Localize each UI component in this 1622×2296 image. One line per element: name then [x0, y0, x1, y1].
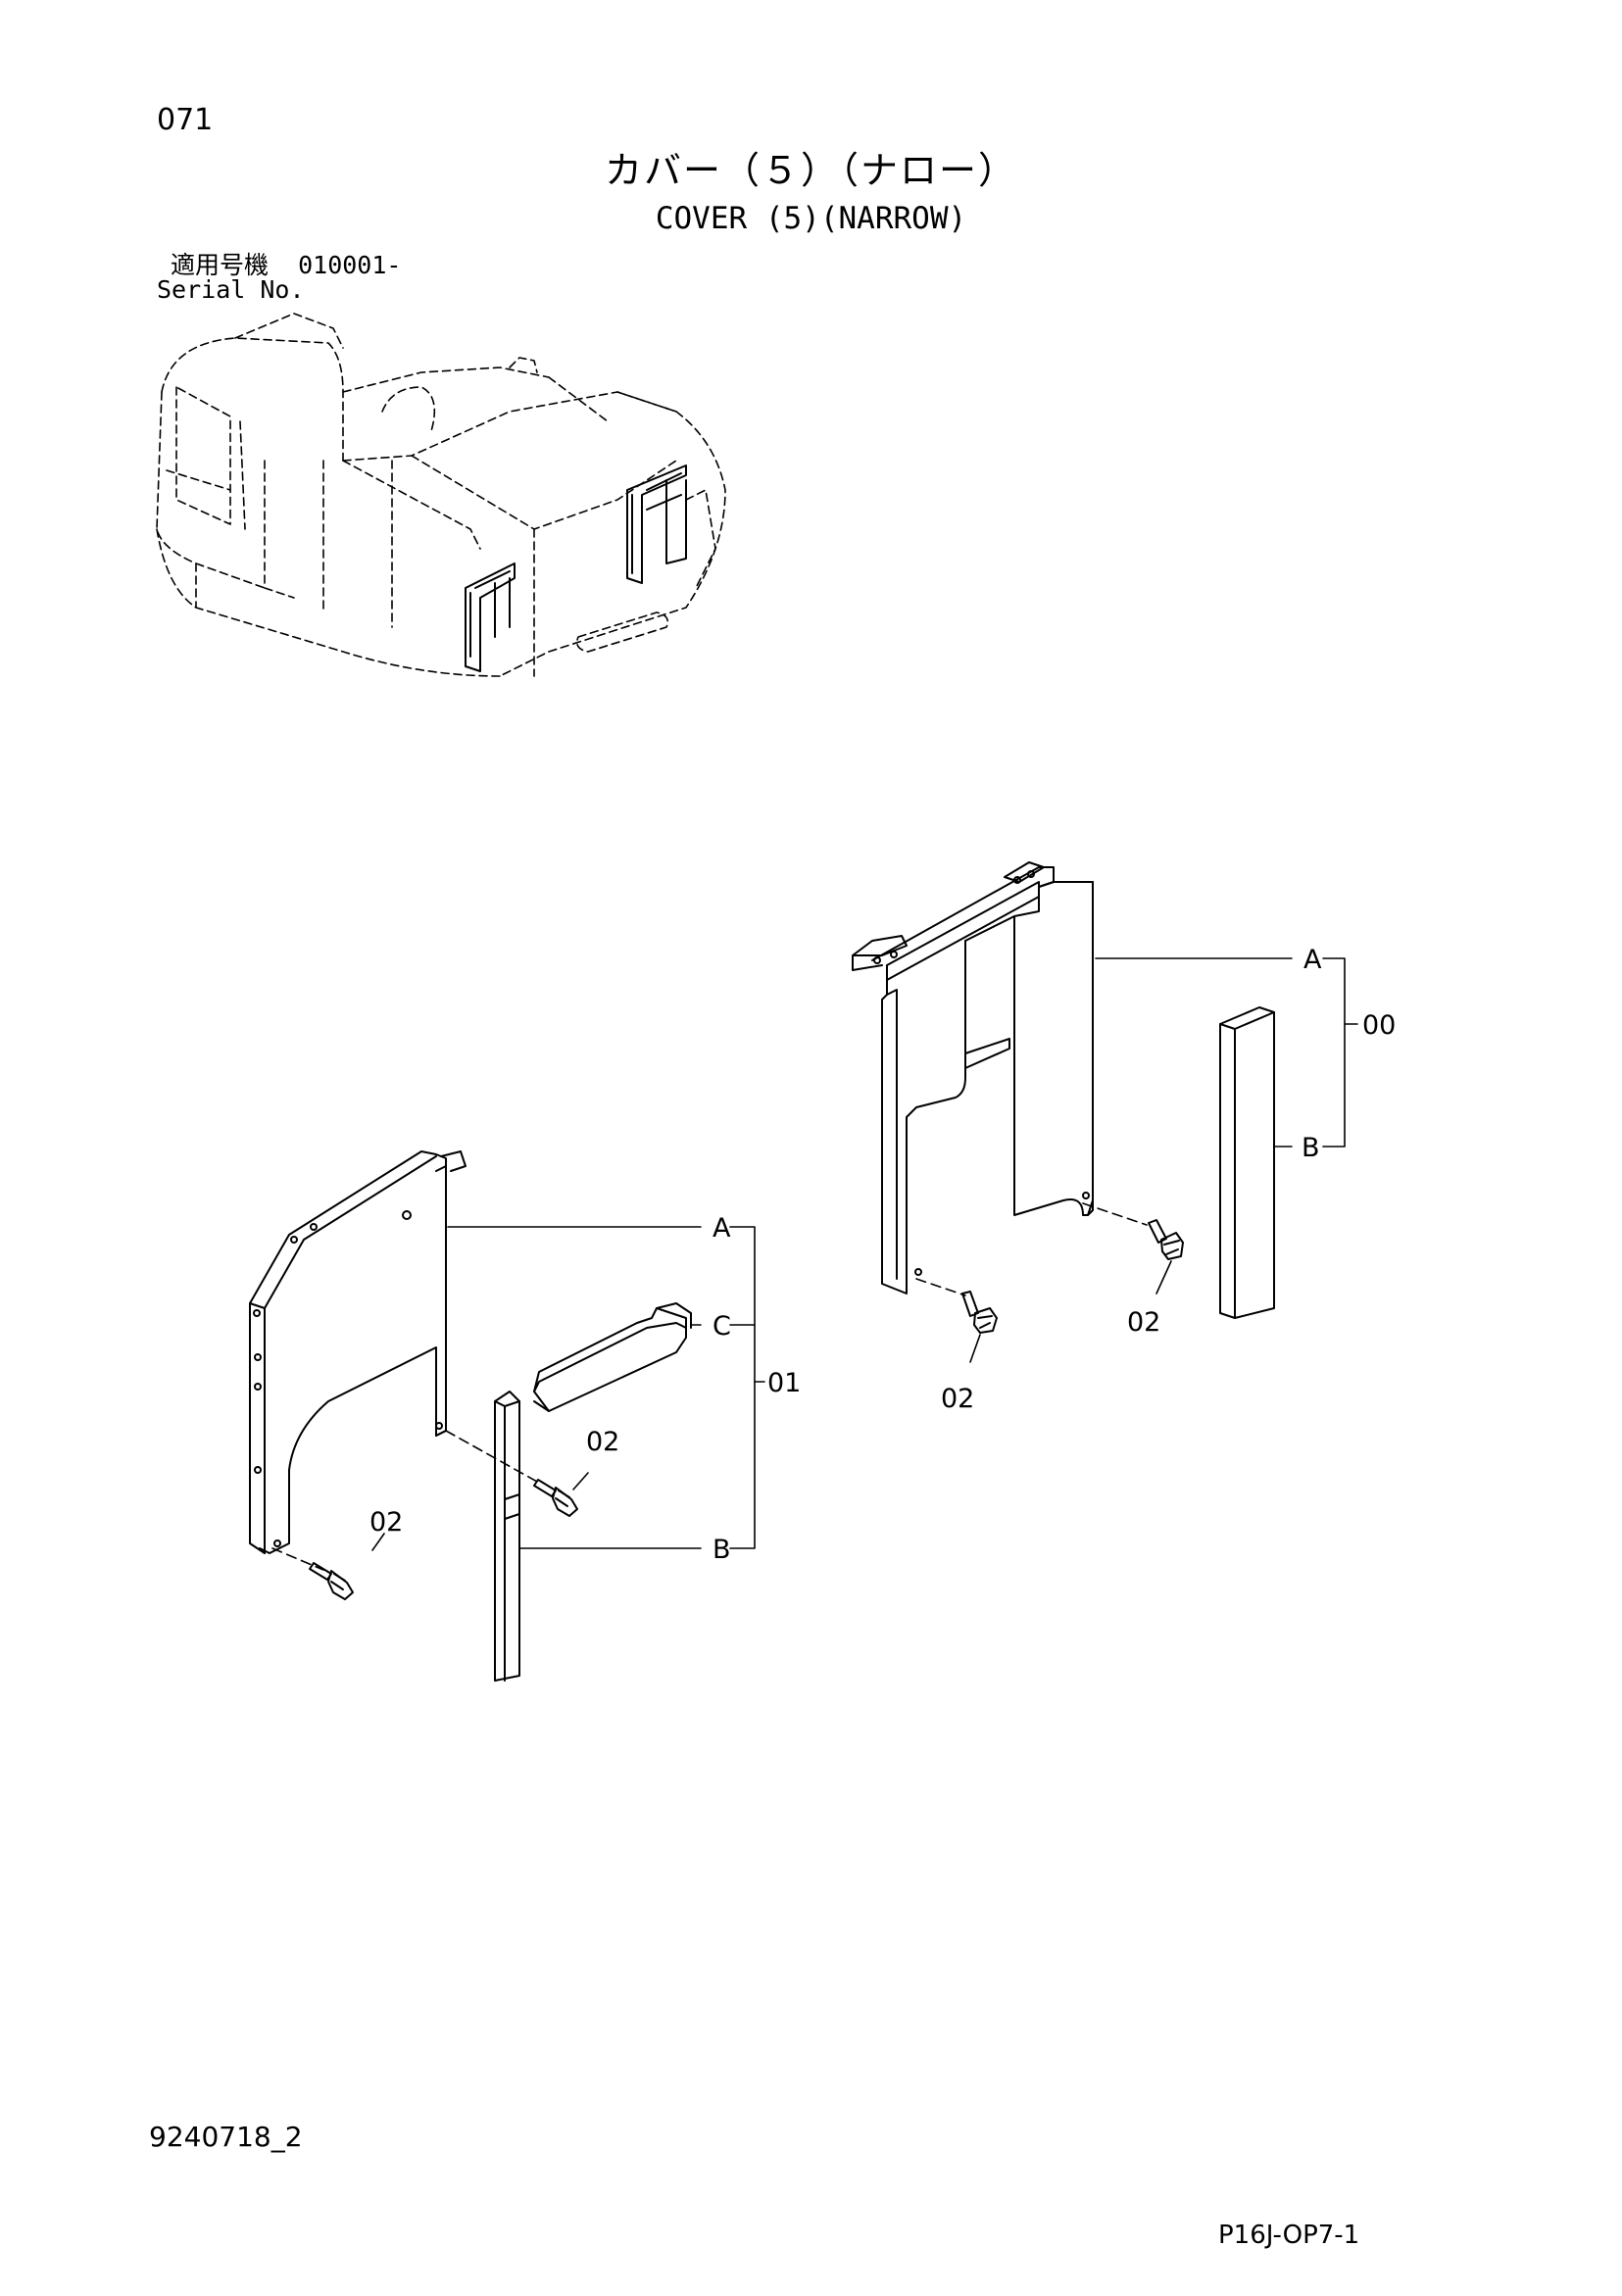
excavator-overview [156, 313, 726, 677]
callout-part-02-upper-left: 02 [941, 1384, 974, 1414]
cover-part-a-lower [249, 1150, 467, 1554]
callout-a-lower: A [713, 1213, 731, 1244]
callout-part-02-center: 02 [586, 1427, 619, 1457]
page-title-japanese: カバー（５）（ナロー） [604, 149, 1017, 192]
cover-part-c [533, 1302, 692, 1412]
bolt-02-lower-left [309, 1562, 354, 1600]
callout-b-upper: B [1302, 1133, 1320, 1163]
cover-part-b-upper [1219, 1006, 1275, 1319]
bolt-02-center [533, 1479, 578, 1517]
callout-c: C [713, 1311, 731, 1342]
callout-part-02-lower-left: 02 [369, 1507, 403, 1538]
callout-part-01: 01 [767, 1368, 801, 1398]
document-number: 9240718_2 [149, 2121, 303, 2153]
cover-part-b-lower [494, 1391, 520, 1682]
callout-b-lower: B [713, 1535, 731, 1565]
page-code: P16J-OP7-1 [1218, 2221, 1360, 2250]
bolt-02-upper-right [1148, 1219, 1184, 1260]
overview-cover-right [626, 464, 687, 584]
bolt-alignment-lines [271, 1202, 1148, 1571]
overview-cover-left [465, 562, 516, 672]
serial-label-english: Serial No. [157, 275, 305, 304]
callout-part-02-upper-right: 02 [1127, 1307, 1160, 1338]
callout-a-upper: A [1303, 945, 1322, 975]
leaders-assembly-00 [969, 957, 1358, 1363]
page-title-english: COVER (5)(NARROW) [655, 201, 967, 236]
serial-label-japanese: 適用号機 010001- [171, 251, 402, 279]
leaders-assembly-01 [371, 1226, 765, 1551]
cover-part-a-upper [852, 861, 1094, 1295]
page-number: 071 [157, 103, 214, 137]
bolt-02-upper-left [961, 1291, 998, 1334]
callout-part-00: 00 [1362, 1010, 1396, 1041]
